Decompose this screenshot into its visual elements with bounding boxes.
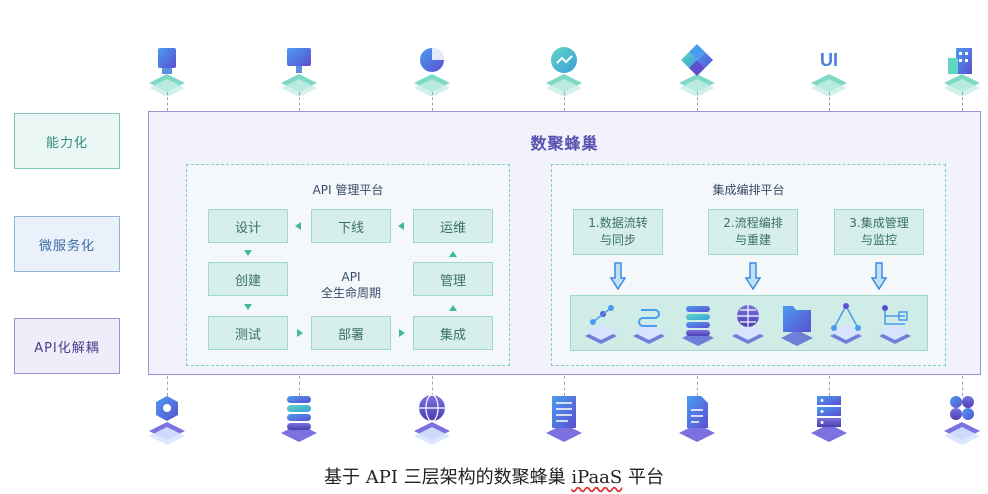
monitor-icon: [149, 48, 185, 97]
document-icon: [679, 396, 715, 442]
step-process-orchestration: 2.流程编排与重建: [708, 209, 798, 255]
side-label-capability: 能力化: [14, 113, 120, 169]
step-line2: 与重建: [734, 233, 771, 247]
arrow-left-icon: [295, 222, 301, 230]
lifecycle-line1: API: [341, 270, 361, 284]
database-icon: [682, 306, 714, 346]
platform-title: 数聚蜂巢: [530, 134, 599, 153]
node-deploy: 部署: [311, 316, 391, 350]
arrow-up-icon: [449, 251, 457, 257]
step-line2: 与监控: [860, 233, 897, 247]
server-rack-icon: [811, 396, 847, 442]
node-graph-icon: [585, 305, 617, 344]
arrow-down-icon: [244, 250, 252, 256]
flow-icon: [633, 309, 665, 344]
caption-ipaas: iPaaS: [571, 467, 623, 488]
node-manage: 管理: [413, 262, 493, 296]
node-design: 设计: [208, 209, 288, 243]
side-label-microservice: 微服务化: [14, 216, 120, 272]
svg-text:UI: UI: [820, 50, 838, 70]
arrow-down-icon: [244, 304, 252, 310]
bottom-connector: [829, 376, 830, 396]
caption-prefix: 基于 API 三层架构的数聚蜂巢: [324, 467, 572, 488]
hexagon-icon: [149, 396, 185, 445]
tree-icon: [879, 305, 911, 344]
step-line1: 2.流程编排: [723, 216, 783, 230]
arrow-down-icon: [610, 262, 626, 290]
arrow-right-icon: [399, 329, 405, 337]
folder-icon: [781, 306, 813, 346]
caption-suffix: 平台: [622, 467, 664, 488]
triangle-network-icon: [830, 303, 862, 344]
bottom-connector: [167, 376, 168, 396]
api-panel-title: API 管理平台: [312, 183, 384, 197]
arrow-down-icon: [871, 262, 887, 290]
building-icon: [944, 48, 980, 97]
top-connector: [829, 92, 830, 111]
integration-panel-title: 集成编排平台: [712, 183, 785, 197]
node-create: 创建: [208, 262, 288, 296]
bottom-connector: [564, 376, 565, 396]
arrow-left-icon: [398, 222, 404, 230]
step-integration-monitoring: 3.集成管理与监控: [834, 209, 924, 255]
top-connector: [962, 92, 963, 111]
bottom-connector: [299, 376, 300, 396]
database-stack-icon: [281, 396, 317, 442]
bottom-connector: [697, 376, 698, 396]
bottom-connector: [962, 376, 963, 396]
figure-caption: 基于 API 三层架构的数聚蜂巢 iPaaS 平台: [0, 463, 988, 489]
speed-gauge-icon: [546, 47, 582, 97]
top-connector: [432, 92, 433, 111]
lifecycle-line2: 全生命周期: [320, 286, 381, 300]
top-connector: [167, 92, 168, 111]
api-management-panel: API 管理平台 设计 下线 运维 创建 API 全生命周期 管理 测试 部署 …: [186, 164, 510, 366]
globe-icon: [414, 394, 450, 445]
bottom-connector: [432, 376, 433, 396]
node-test: 测试: [208, 316, 288, 350]
arrow-right-icon: [297, 329, 303, 337]
cluster-icon: [944, 396, 980, 445]
integration-orchestration-panel: 集成编排平台 1.数据流转与同步 2.流程编排与重建 3.集成管理与监控: [551, 164, 946, 366]
step-line2: 与同步: [599, 233, 636, 247]
document-list-icon: [546, 396, 582, 442]
step-line1: 1.数据流转: [588, 216, 648, 230]
node-operation: 运维: [413, 209, 493, 243]
node-integrate: 集成: [413, 316, 493, 350]
globe-grid-icon: [732, 305, 764, 344]
diamond-grid-icon: [679, 44, 715, 97]
step-line1: 3.集成管理: [849, 216, 909, 230]
top-connector: [697, 92, 698, 111]
side-label-api-decoupling: API化解耦: [14, 318, 120, 374]
top-connector: [564, 92, 565, 111]
arrow-down-icon: [745, 262, 761, 290]
arrow-up-icon: [449, 305, 457, 311]
platform-container: 数聚蜂巢 API 管理平台 设计 下线 运维 创建 API 全生命周期 管理 测…: [148, 111, 981, 375]
ui-icon: UI: [811, 50, 847, 97]
step-data-sync: 1.数据流转与同步: [573, 209, 663, 255]
top-connector: [299, 92, 300, 111]
capability-icon-strip: [570, 295, 928, 351]
desktop-icon: [281, 48, 317, 97]
api-lifecycle-label: API 全生命周期: [311, 269, 391, 301]
pie-chart-icon: [414, 48, 450, 97]
node-offline: 下线: [311, 209, 391, 243]
